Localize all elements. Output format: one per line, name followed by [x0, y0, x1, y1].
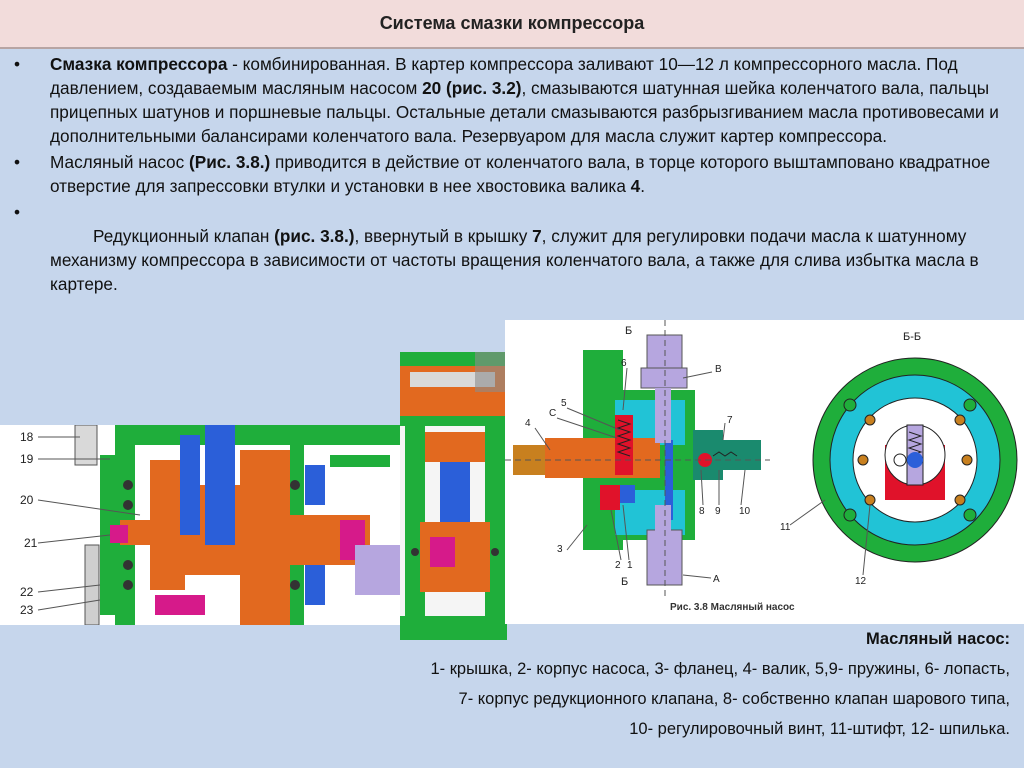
cut-label-bottom: Б [621, 576, 628, 588]
bullet-text-bold: 7 [532, 226, 542, 246]
page-title: Система смазки компрессора [379, 13, 645, 33]
bullet-text-segment: приводится в действие от коленчатого вал… [50, 152, 991, 196]
title-bar: Система смазки компрессора [0, 0, 1024, 49]
bullet-text-segment: - комбинированная. В картер компрессора … [50, 54, 958, 98]
callout-label: 9 [715, 506, 721, 517]
bullet-text-bold: 4 [630, 176, 641, 196]
callout-label: 21 [24, 536, 38, 550]
cylinder-drawing [400, 352, 507, 640]
bullet-item-lubrication: • Смазка компрессора - комбинированная. … [12, 52, 1007, 148]
bullet-text-segment: . [640, 176, 646, 196]
callout-label: 12 [855, 576, 867, 587]
bullet-item-reduction-valve: • Редукционный клапан (рис. 3.8.), вверн… [12, 200, 1007, 320]
callout-label: В [715, 364, 722, 375]
bullet-text-bold: 20 (рис. 3.2) [422, 78, 522, 98]
bullet-text: Редукционный клапан (рис. 3.8.), ввернут… [50, 200, 1007, 320]
callout-label: С [549, 408, 556, 419]
callout-label: 6 [621, 358, 627, 369]
bullet-list: • Смазка компрессора - комбинированная. … [12, 52, 1007, 322]
bullet-text-segment: Масляный насос [50, 152, 189, 172]
callout-label: 23 [20, 603, 34, 617]
callout-label: 2 [615, 560, 621, 571]
bullet-text-bold: (Рис. 3.8.) [189, 152, 271, 172]
legend-line: 7- корпус редукционного клапана, 8- собс… [458, 690, 1010, 708]
callout-label: А [713, 574, 720, 585]
bullet-text-segment: , ввернутый в крышку [354, 226, 533, 246]
callout-label: 22 [20, 585, 34, 599]
oil-pump-drawing: Б Б 6 5 С 4 В 7 3 2 1 8 9 10 А Рис. 3.8 … [505, 320, 1024, 624]
crankshaft-section-figure: 18 19 20 21 22 23 [0, 424, 400, 626]
parts-legend: Масляный насос: 1- крышка, 2- корпус нас… [310, 624, 1010, 744]
bullet-text-segment: , служит для регулировки подачи масла к … [50, 226, 984, 294]
crankshaft-drawing: 18 19 20 21 22 23 [0, 424, 400, 626]
callout-label: 19 [20, 452, 34, 466]
cut-label-top: Б [625, 325, 632, 337]
callout-label: 4 [525, 418, 531, 429]
bullet-text: Масляный насос (Рис. 3.8.) приводится в … [50, 150, 1007, 198]
callout-label: 7 [727, 415, 733, 426]
bullet-text-bold: (рис. 3.8.) [274, 226, 355, 246]
callout-label: 11 [780, 522, 791, 533]
callout-label: 5 [561, 398, 567, 409]
callout-label: 18 [20, 430, 34, 444]
bullet-text-segment: , смазываются шатунная шейка коленчатого… [50, 78, 999, 146]
callout-label: 3 [557, 544, 563, 555]
section-label: Б-Б [903, 331, 921, 343]
bullet-marker: • [14, 202, 21, 222]
callout-label: 8 [699, 506, 705, 517]
legend-line: 1- крышка, 2- корпус насоса, 3- фланец, … [430, 660, 1010, 678]
bullet-text-segment: Редукционный клапан [78, 226, 275, 246]
bullet-marker: • [14, 54, 21, 74]
bullet-marker: • [14, 152, 21, 172]
callout-label: 1 [627, 560, 633, 571]
bullet-text-bold: Смазка компрессора [50, 54, 228, 74]
bullet-text: Смазка компрессора - комбинированная. В … [50, 52, 1007, 148]
oil-pump-figure: Б Б 6 5 С 4 В 7 3 2 1 8 9 10 А Рис. 3.8 … [505, 320, 1024, 624]
legend-line: 10- регулировочный винт, 11-штифт, 12- ш… [629, 720, 1010, 738]
figure-caption: Рис. 3.8 Масляный насос [670, 602, 795, 613]
legend-title: Масляный насос: [865, 630, 1010, 648]
section-bb-view [812, 357, 1018, 563]
callout-label: 10 [739, 506, 751, 517]
callout-label: 20 [20, 493, 34, 507]
cylinder-section-figure [400, 352, 507, 640]
bullet-item-oil-pump: • Масляный насос (Рис. 3.8.) приводится … [12, 150, 1007, 198]
